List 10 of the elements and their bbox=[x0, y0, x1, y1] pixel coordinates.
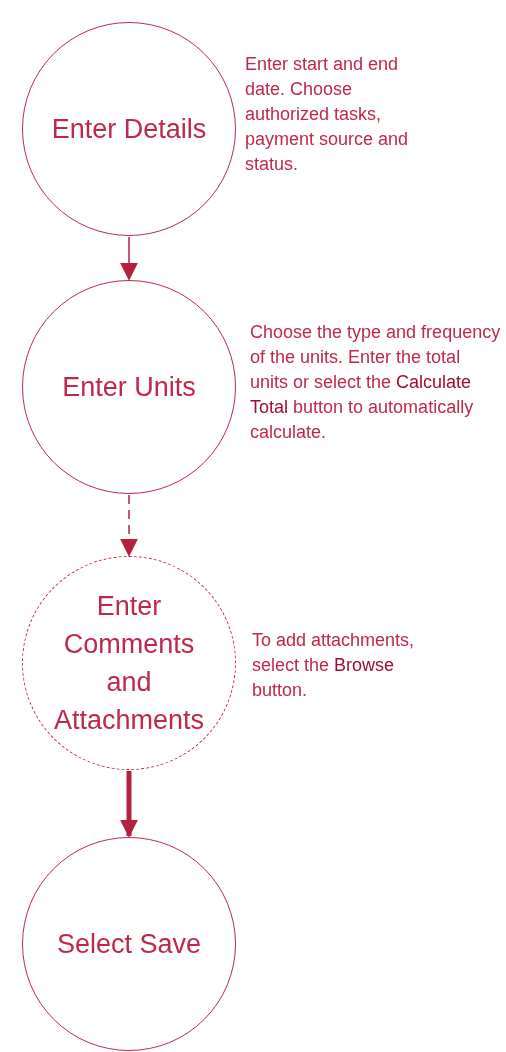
arrow bbox=[120, 494, 138, 557]
step-title: Enter Comments and Attachments bbox=[52, 590, 206, 737]
arrow bbox=[120, 771, 138, 838]
step-title: Enter Details bbox=[50, 113, 208, 146]
step-title: Select Save bbox=[55, 928, 203, 961]
step-description: To add attachments, select the Browse button. bbox=[252, 629, 416, 702]
step-title: Enter Units bbox=[61, 371, 197, 404]
arrow bbox=[120, 236, 138, 281]
step-description: Enter start and end date. Choose authorized tasks, payment source and status. bbox=[245, 53, 410, 176]
step-description: Choose the type and frequency of the units. Enter the total units or select the Calculate Total button to automatically calculate. bbox=[250, 321, 502, 444]
